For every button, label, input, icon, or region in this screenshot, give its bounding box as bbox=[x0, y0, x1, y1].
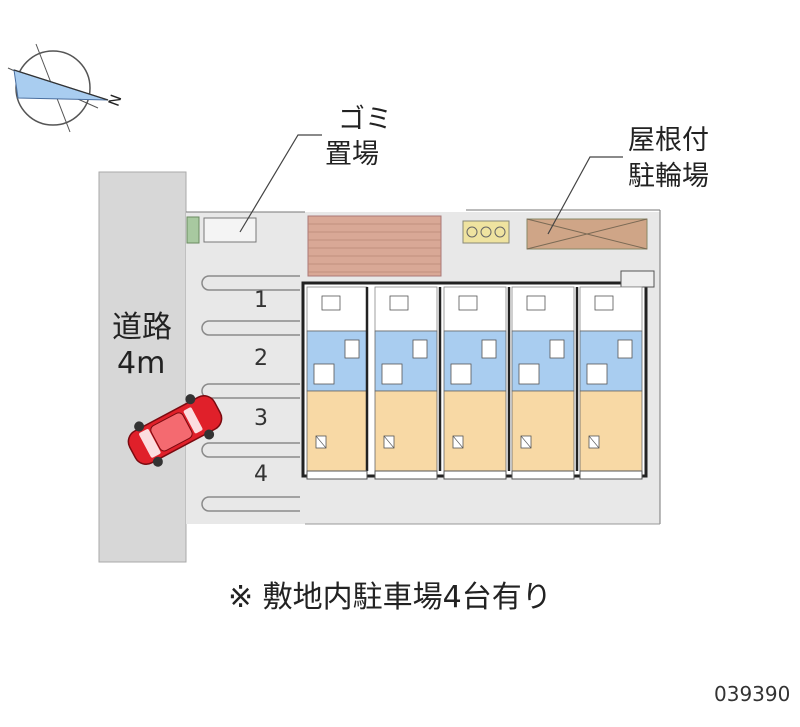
garbage-label-line1: ゴミ bbox=[338, 104, 392, 135]
bike-rack bbox=[462, 220, 510, 244]
unit-5 bbox=[579, 286, 643, 480]
parking-space-number: 4 bbox=[254, 462, 268, 487]
parking-stalls bbox=[201, 275, 300, 512]
bike-label-line1: 屋根付 bbox=[628, 125, 709, 156]
garbage-area bbox=[203, 217, 257, 243]
bike-label-line2: 駐輪場 bbox=[628, 161, 709, 192]
unit-2 bbox=[374, 286, 442, 480]
parking-space-number: 1 bbox=[254, 288, 268, 313]
bike-leader-line bbox=[547, 156, 623, 235]
unit-3 bbox=[443, 286, 511, 480]
property-code: 039390 bbox=[714, 682, 791, 706]
road-label-line1: 道路 bbox=[112, 310, 172, 345]
planter bbox=[186, 216, 200, 244]
parking-space-number: 2 bbox=[254, 346, 268, 371]
brick-area bbox=[307, 215, 442, 277]
parking-note: ※ 敷地内駐車場4台有り bbox=[228, 580, 552, 615]
garbage-leader-line bbox=[239, 134, 322, 233]
unit-1 bbox=[306, 286, 369, 480]
garbage-label-line2: 置場 bbox=[325, 139, 379, 170]
car-icon bbox=[127, 394, 223, 467]
road-width-label: 4m bbox=[117, 346, 166, 381]
unit-4 bbox=[511, 286, 579, 480]
parking-space-number: 3 bbox=[254, 406, 268, 431]
compass-icon bbox=[7, 43, 109, 133]
